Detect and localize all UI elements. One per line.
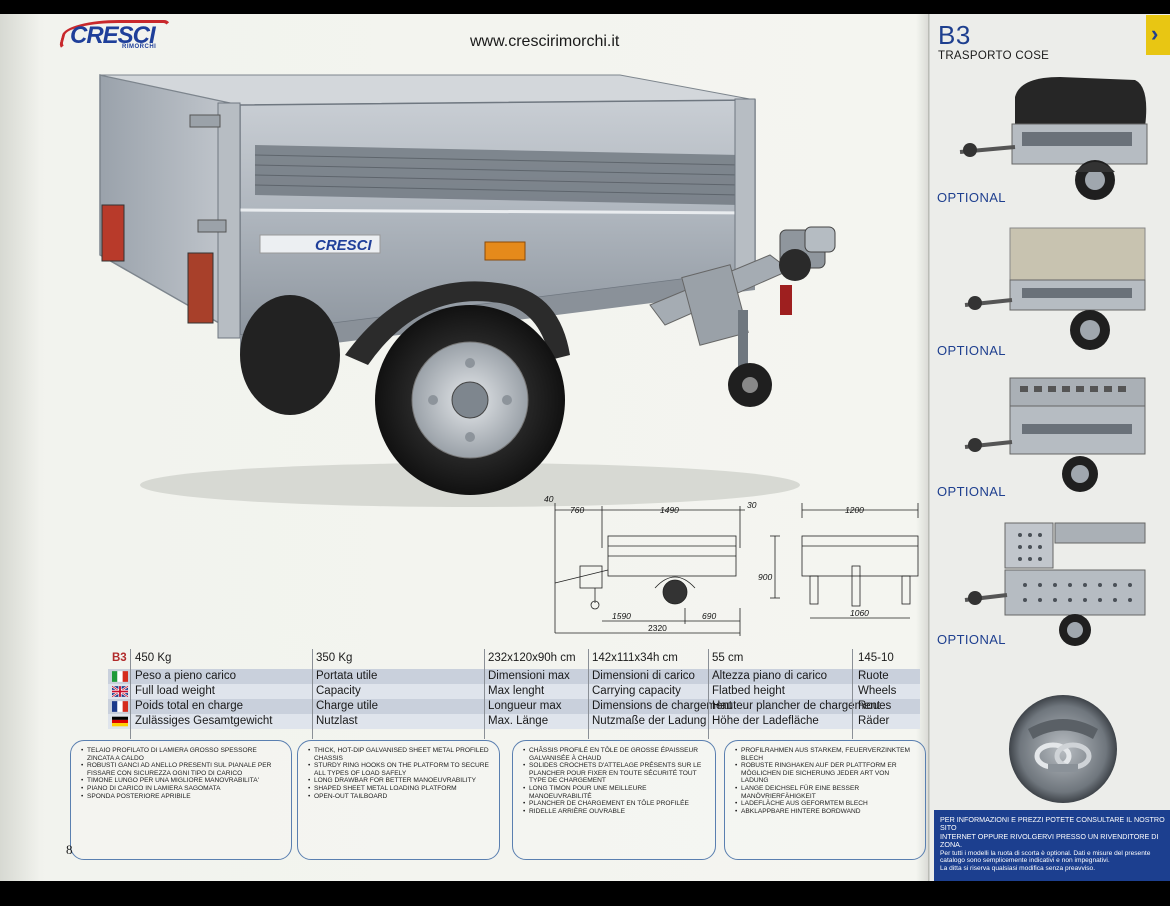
spec-row-de: Zulässiges Gesamtgewicht Nutzlast Max. L… (108, 714, 920, 729)
dim-760: 760 (570, 505, 584, 515)
dim-1060: 1060 (850, 608, 869, 618)
feature-item: Plancher de chargement en tôle profilée (523, 800, 707, 808)
feature-item: Solides crochets d'attelage présents sur… (523, 762, 707, 785)
optional-hard-cover-image (959, 77, 1148, 200)
dim-30: 30 (747, 500, 757, 510)
optional-label-3: OPTIONAL (937, 484, 1006, 499)
dim-1200: 1200 (845, 505, 864, 515)
dim-690: 690 (702, 611, 716, 621)
flag-uk-icon (112, 686, 128, 697)
spec-row-it: Peso a pieno carico Portata utile Dimens… (108, 669, 920, 684)
optional-label-4: OPTIONAL (937, 632, 1006, 647)
features-box-fr: Châssis profilé en tôle de grosse épaiss… (512, 740, 716, 860)
spec-header-row: B3 450 Kg 350 Kg 232x120x90h cm 142x111x… (112, 652, 894, 664)
feature-item: Shaped sheet metal loading platform (308, 785, 491, 793)
optional-label-2: OPTIONAL (937, 343, 1006, 358)
side-logo: CRESCI (315, 237, 373, 254)
feature-item: Châssis profilé en tôle de grosse épaiss… (523, 747, 707, 762)
feature-item: Long timon pour une meilleure manoeuvrab… (523, 785, 707, 800)
flag-germany-icon (112, 716, 128, 727)
feature-item: Open-out tailboard (308, 793, 491, 801)
feature-item: Timone lungo per una migliore manovrabil… (81, 777, 283, 785)
optional-raised-sides-image (964, 377, 1146, 492)
page-number: 8 (66, 842, 73, 857)
info-box: Per informazioni e prezzi potete consult… (934, 810, 1170, 881)
feature-item: Lange Deichsel für eine besser Manövrier… (735, 785, 917, 800)
features-box-de: Profilrahmen aus starkem, feuerverzinkte… (724, 740, 926, 860)
flag-france-icon (112, 701, 128, 712)
feature-item: Robuste Ringhaken auf der Plattform er m… (735, 762, 917, 785)
ring-hook-detail-image (1009, 695, 1117, 803)
flag-italy-icon (112, 671, 128, 682)
feature-item: Piano di carico in lamiera sagomata (81, 785, 283, 793)
optional-mesh-sides-image (964, 522, 1146, 646)
dim-2320: 2320 (648, 623, 667, 633)
feature-item: Sturdy ring hooks on the platform to sec… (308, 762, 491, 777)
next-page-tab[interactable]: › (1146, 15, 1170, 55)
optional-label-1: OPTIONAL (937, 190, 1006, 205)
feature-item: Robusti ganci ad anello presenti sul pia… (81, 762, 283, 777)
dim-1490: 1490 (660, 505, 679, 515)
feature-item: Thick, hot-dip galvanised sheet metal pr… (308, 747, 491, 762)
chevron-right-icon: › (1151, 21, 1159, 46)
feature-item: Telaio profilato di lamiera grosso spess… (81, 747, 283, 762)
dim-40: 40 (544, 494, 554, 504)
model-category: TRASPORTO COSE (938, 50, 1050, 62)
model-code: B3 (112, 652, 127, 664)
features-box-en: Thick, hot-dip galvanised sheet metal pr… (297, 740, 500, 860)
spec-row-en: Full load weight Capacity Max lenght Car… (108, 684, 920, 699)
logo-subtext: RIMORCHI (122, 44, 157, 50)
dim-1590: 1590 (612, 611, 631, 621)
model-title: B3 (938, 20, 971, 50)
feature-item: Sponda posteriore apribile (81, 793, 283, 801)
dim-900: 900 (758, 572, 772, 582)
feature-item: Profilrahmen aus starkem, feuerverzinkte… (735, 747, 917, 762)
spec-row-fr: Poids total en charge Charge utile Longu… (108, 699, 920, 714)
features-box-it: Telaio profilato di lamiera grosso spess… (70, 740, 292, 860)
feature-item: Ladefläche aus geformtem Blech (735, 800, 917, 808)
feature-item: Long drawbar for better manoeuvrability (308, 777, 491, 785)
cresci-logo: CRESCI RIMORCHI (57, 19, 173, 53)
feature-item: Ridelle arrière ouvrable (523, 808, 707, 816)
trailer-main-image: CRESCI (99, 74, 836, 507)
optional-tarp-cover-image (964, 227, 1146, 350)
logo-text: CRESCI (70, 22, 156, 49)
technical-drawing: 40 760 1490 30 1200 1590 690 2320 1060 9… (544, 494, 919, 636)
feature-item: Abklappbare hintere Bordwand (735, 808, 917, 816)
website-url[interactable]: www.crescirimorchi.it (470, 33, 620, 50)
